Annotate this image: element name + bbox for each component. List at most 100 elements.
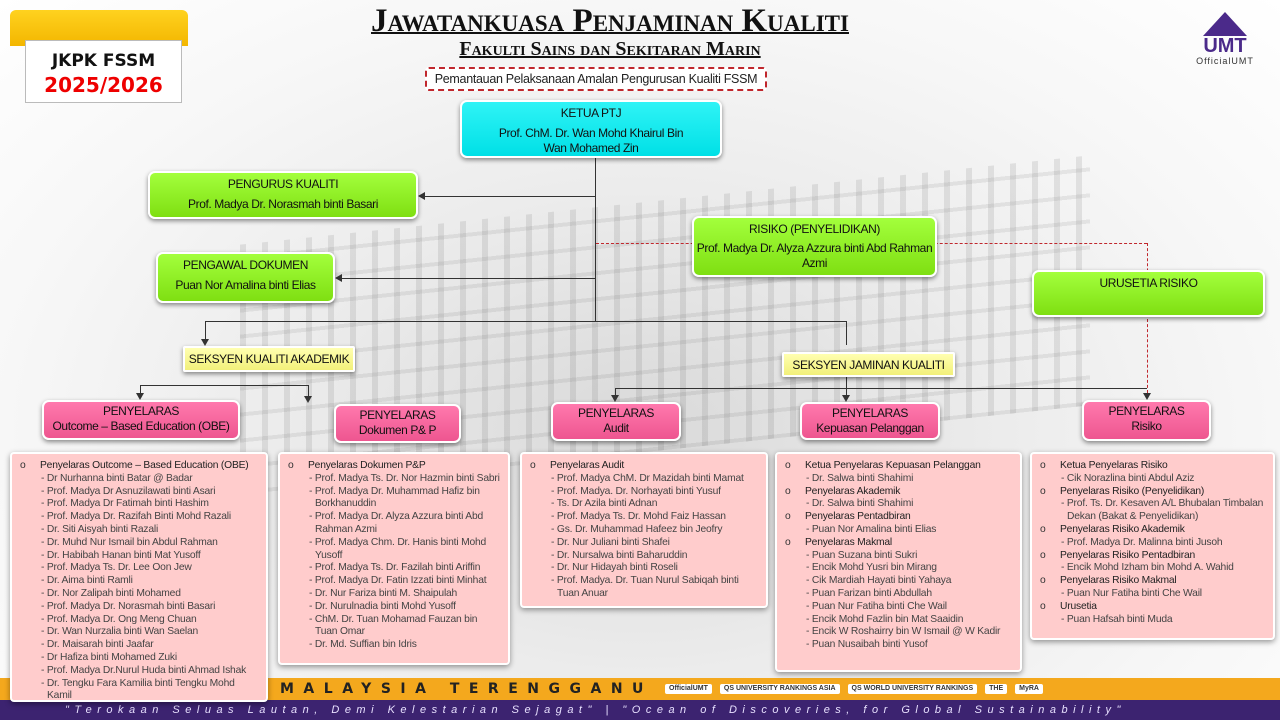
pengawal-name: Puan Nor Amalina binti Elias xyxy=(175,278,316,292)
arrow-icon xyxy=(335,274,342,282)
badge: JKPK FSSM 2025/2026 xyxy=(25,40,182,103)
list-item: - Puan Nur Fatiha binti Che Wail xyxy=(806,600,947,612)
footer-logo: OfficialUMT xyxy=(665,684,712,694)
member-name: Prof. Madya ChM. Dr Mazidah binti Mamat xyxy=(556,472,744,484)
page-title: Jawatankuasa Penjaminan Kualiti xyxy=(371,3,849,39)
list-item: - Dr. Salwa binti Shahimi xyxy=(806,472,914,484)
member-name: Prof. Madya Ts. Dr. Mohd Faiz Hassan xyxy=(556,511,726,523)
member-name: Puan Nur Fatiha binti Che Wail xyxy=(1066,587,1202,599)
list-item: - Cik Mardiah Hayati binti Yahaya xyxy=(806,575,952,587)
list-item: - Puan Nor Amalina binti Elias xyxy=(806,523,937,535)
list-item: - Prof. Madya Ts. Dr. Mohd Faiz Hassan xyxy=(551,511,726,523)
member-name: Puan Suzana binti Sukri xyxy=(811,549,918,561)
tagline-box: Pemantauan Pelaksanaan Amalan Pengurusan… xyxy=(425,67,767,91)
member-name: Ts. Dr Azila binti Adnan xyxy=(556,498,658,510)
member-name: Dr. Nur Fariza binti M. Shaipulah xyxy=(314,587,458,599)
risiko-name: Prof. Madya Dr. Alyza Azzura binti Abd R… xyxy=(696,241,933,270)
penyelaras-sub: Risiko xyxy=(1131,419,1162,433)
member-name: Dr. Maisarah binti Jaafar xyxy=(46,639,154,651)
list-item: - Dr. Salwa binti Shahimi xyxy=(806,498,914,510)
member-name: Prof. Madya Chm. Dr. Hanis binti Mohd Yu… xyxy=(314,536,487,561)
list-item: - Puan Nur Fatiha binti Che Wail xyxy=(1061,587,1202,599)
umt-logo-text: UMT xyxy=(1203,35,1247,57)
list-item: - Dr. Nurulnadia binti Mohd Yusoff xyxy=(309,600,456,612)
member-name: Dr. Tengku Fara Kamilia binti Tengku Moh… xyxy=(46,677,235,702)
penyelaras-sub: Kepuasan Pelanggan xyxy=(816,421,924,435)
connector-line xyxy=(205,321,206,339)
list-section-heading: Urusetia xyxy=(1038,601,1267,614)
risiko-penyelidikan-box: RISIKO (PENYELIDIKAN) Prof. Madya Dr. Al… xyxy=(692,216,937,277)
penyelaras-title: PENYELARAS xyxy=(577,406,655,420)
penyelaras-title: PENYELARAS xyxy=(359,408,436,422)
list-item: - Cik Norazlina binti Abdul Aziz xyxy=(1061,472,1195,484)
list-item: - Dr Hafiza binti Mohamed Zuki xyxy=(41,651,177,663)
list-item: - Dr. Md. Suffian bin Idris xyxy=(309,639,417,651)
list-item: - Prof. Madya Ts. Dr. Lee Oon Jew xyxy=(41,562,192,574)
list-item: - Prof. Madya. Dr. Norhayati binti Yusuf xyxy=(551,485,721,497)
list-item: - Puan Hafsah binti Muda xyxy=(1061,613,1173,625)
list-item: - Puan Suzana binti Sukri xyxy=(806,549,918,561)
ketua-title: KETUA PTJ xyxy=(560,106,622,120)
list-item: - Dr. Tengku Fara Kamilia binti Tengku M… xyxy=(41,677,235,702)
list-item: - Gs. Dr. Muhammad Hafeez bin Jeofry xyxy=(551,523,723,535)
member-name: Cik Norazlina binti Abdul Aziz xyxy=(1066,472,1195,484)
badge-title: JKPK FSSM xyxy=(51,51,156,71)
list-item: - Puan Farizan binti Abdullah xyxy=(806,587,932,599)
member-list: Penyelaras Dokumen P&P- Prof. Madya Ts. … xyxy=(278,452,510,665)
member-name: Prof. Madya Dr. Norasmah binti Basari xyxy=(46,600,216,612)
connector-line xyxy=(615,388,1147,389)
list-item: - Dr. Nor Zalipah binti Mohamed xyxy=(41,587,181,599)
connector-line xyxy=(140,385,308,386)
arrow-icon xyxy=(611,395,619,402)
member-name: Dr. Siti Aisyah binti Razali xyxy=(46,523,159,535)
penyelaras-title: PENYELARAS xyxy=(1108,404,1185,418)
list-section-heading: Penyelaras Akademik xyxy=(783,486,1014,499)
urusetia-title: URUSETIA RISIKO xyxy=(1099,276,1198,290)
member-name: Puan Nusaibah binti Yusof xyxy=(811,639,928,651)
member-name: Prof. Madya. Dr. Tuan Nurul Sabiqah bint… xyxy=(556,575,739,599)
umt-logo: UMT OfficialUMT xyxy=(1185,12,1265,66)
arrow-icon xyxy=(304,396,312,403)
connector-line xyxy=(615,388,616,396)
member-name: Dr. Salwa binti Shahimi xyxy=(811,472,914,484)
footer-motto: "Terokaan Seluas Lautan, Demi Kelestaria… xyxy=(0,700,1280,720)
member-name: ChM. Dr. Tuan Mohamad Fauzan bin Tuan Om… xyxy=(314,613,478,638)
footer-logo: THE xyxy=(985,684,1008,694)
penyelaras-sub: Dokumen P& P xyxy=(358,423,437,437)
urusetia-risiko-box: URUSETIA RISIKO xyxy=(1032,270,1265,317)
member-name: Prof. Madya. Dr. Norhayati binti Yusuf xyxy=(556,485,721,497)
list-item: - Prof. Madya Ts. Dr. Nor Hazmin binti S… xyxy=(309,472,500,484)
list-section-heading: Ketua Penyelaras Kepuasan Pelanggan xyxy=(783,460,1014,473)
list-item: - Encik Mohd Yusri bin Mirang xyxy=(806,562,937,574)
member-name: Prof. Madya Dr Asnuzilawati binti Asari xyxy=(46,485,216,497)
member-name: Encik Mohd Fazlin bin Mat Saaidin xyxy=(811,613,964,625)
list-item: - Dr. Siti Aisyah binti Razali xyxy=(41,523,159,535)
pengurus-title: PENGURUS KUALITI xyxy=(227,177,339,191)
seksyen-jaminan-kualiti: SEKSYEN JAMINAN KUALITI xyxy=(782,352,955,377)
arrow-icon xyxy=(1143,393,1151,400)
member-name: Puan Nur Fatiha binti Che Wail xyxy=(811,600,947,612)
list-item: - Prof. Madya Dr. Ong Meng Chuan xyxy=(41,613,197,625)
list-item: - Dr. Aima binti Ramli xyxy=(41,575,133,587)
list-item: - Dr. Nur Hidayah binti Roseli xyxy=(551,562,678,574)
connector-line xyxy=(846,377,847,396)
member-name: Dr Nurhanna binti Batar @ Badar xyxy=(46,472,193,484)
penyelaras-title: PENYELARAS xyxy=(831,406,909,420)
list-item: - Prof. Madya Dr. Norasmah binti Basari xyxy=(41,600,216,612)
list-item: - Dr Nurhanna binti Batar @ Badar xyxy=(41,472,193,484)
pengurus-kualiti-box: PENGURUS KUALITI Prof. Madya Dr. Norasma… xyxy=(148,171,418,219)
connector-line xyxy=(342,278,595,279)
member-list: Ketua Penyelaras Kepuasan Pelanggan- Dr.… xyxy=(775,452,1022,672)
member-name: Dr. Habibah Hanan binti Mat Yusoff xyxy=(46,549,201,561)
connector-line xyxy=(140,385,141,394)
risiko-title: RISIKO (PENYELIDIKAN) xyxy=(749,222,880,236)
member-name: Cik Mardiah Hayati binti Yahaya xyxy=(811,575,952,587)
member-name: Dr. Nursalwa binti Baharuddin xyxy=(556,549,688,561)
member-name: Puan Nor Amalina binti Elias xyxy=(811,523,937,535)
member-name: Encik W Roshairry bin W Ismail @ W Kadir xyxy=(811,626,1001,638)
connector-line xyxy=(205,321,846,322)
member-name: Prof. Madya Dr. Malinna binti Jusoh xyxy=(1066,536,1223,548)
list-item: - Dr. Nur Juliani binti Shafei xyxy=(551,536,670,548)
